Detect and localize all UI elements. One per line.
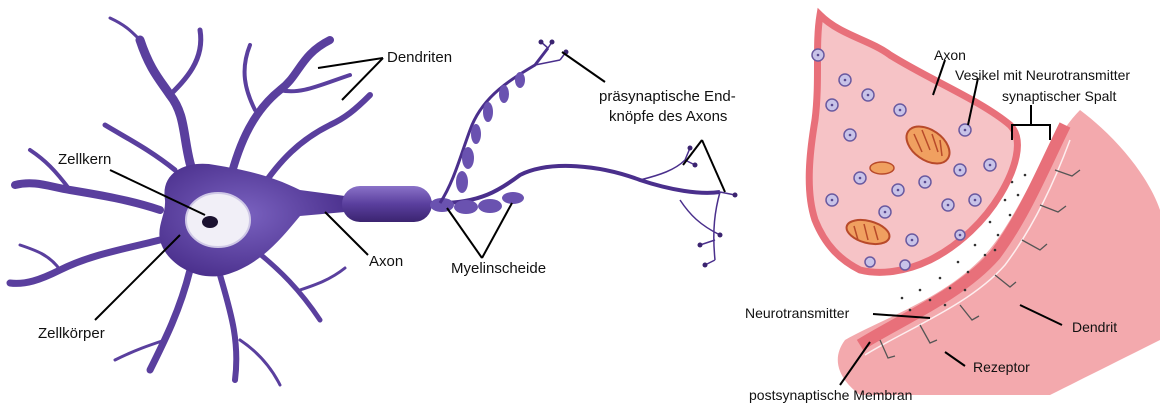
label-receptor: Rezeptor (973, 358, 1030, 376)
label-synapse-axon: Axon (934, 46, 966, 64)
label-axon: Axon (369, 253, 403, 271)
label-nucleus: Zellkern (58, 151, 111, 169)
label-cleft: synaptischer Spalt (1002, 87, 1116, 105)
label-dendrite: Dendrit (1072, 318, 1117, 336)
label-cell-body: Zellkörper (38, 325, 105, 343)
label-terminals-line2: knöpfe des Axons (609, 108, 727, 126)
label-dendrites: Dendriten (387, 49, 452, 67)
label-vesicle: Vesikel mit Neurotransmitter (955, 66, 1130, 84)
label-neurotransmitter: Neurotransmitter (745, 304, 849, 322)
label-myelin: Myelinscheide (451, 260, 546, 278)
label-postsynaptic-membrane: postsynaptische Membran (749, 386, 912, 404)
label-terminals-line1: präsynaptische End- (599, 88, 736, 106)
